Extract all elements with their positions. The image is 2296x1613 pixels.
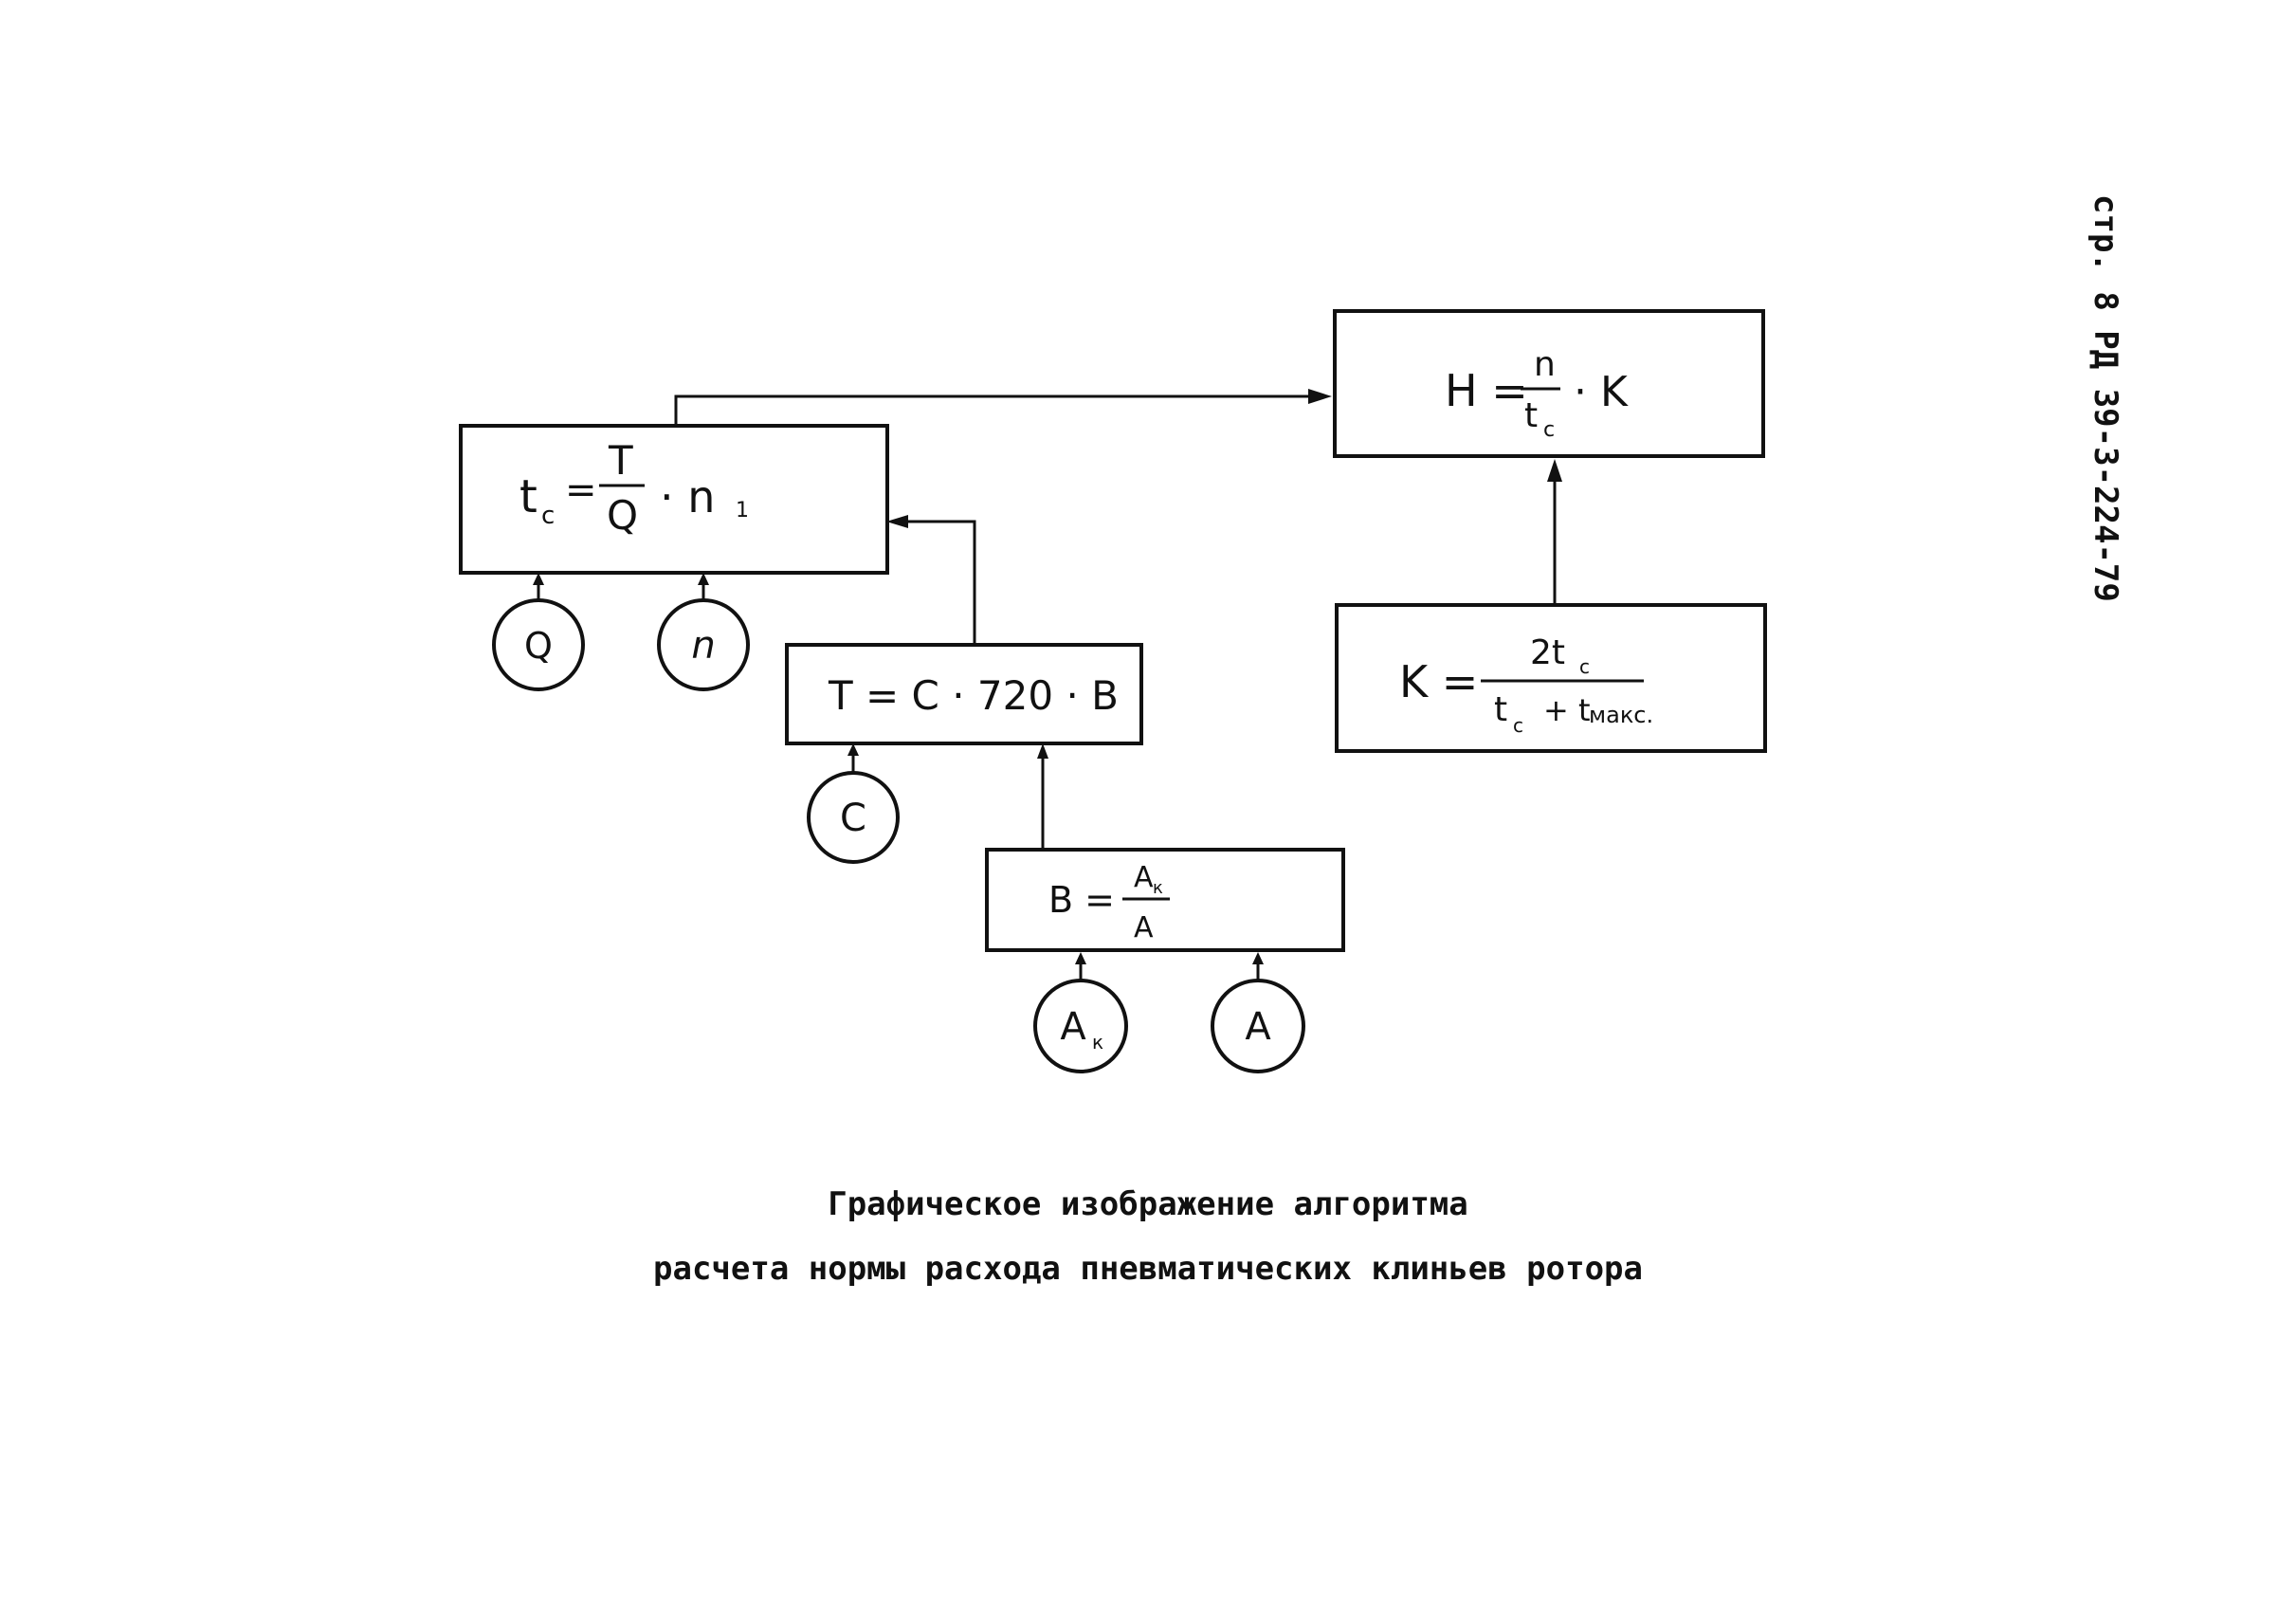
input-ak: A к bbox=[1033, 979, 1128, 1073]
box-k-formula: K = 2t c t c + t макс. bbox=[1335, 603, 1767, 753]
k-denominator-plus: + t bbox=[1543, 692, 1591, 728]
connector-t-to-tc bbox=[905, 520, 976, 645]
k-numerator-sub: c bbox=[1579, 655, 1590, 678]
arrow-t-into-tc bbox=[886, 515, 908, 528]
arrow-into-h bbox=[1308, 389, 1332, 404]
h-lhs: H = bbox=[1445, 365, 1528, 416]
tc-numerator: T bbox=[608, 437, 633, 484]
b-denominator: A bbox=[1134, 911, 1154, 944]
b-lhs: B = bbox=[1048, 879, 1115, 921]
tc-tail-sub: 1 bbox=[736, 499, 749, 522]
k-numerator: 2t bbox=[1530, 633, 1565, 672]
input-c-circle bbox=[807, 771, 900, 864]
arrow-n-into-tc bbox=[698, 573, 709, 585]
arrow-k-into-h bbox=[1547, 459, 1562, 482]
arrow-b-into-t bbox=[1037, 743, 1048, 759]
tc-tail: · n bbox=[660, 471, 715, 522]
caption-line-1: Графическое изображение алгоритма bbox=[828, 1185, 1468, 1223]
box-t-frame bbox=[785, 643, 1143, 745]
box-h-formula: H = n t c · K bbox=[1333, 309, 1765, 458]
input-n-circle bbox=[657, 598, 750, 691]
b-numerator-sub: к bbox=[1153, 878, 1163, 898]
input-a: A bbox=[1211, 979, 1305, 1073]
box-k-frame bbox=[1335, 603, 1767, 753]
b-numerator: A bbox=[1134, 861, 1154, 894]
input-a-label: A bbox=[1245, 1005, 1271, 1049]
h-numerator: n bbox=[1534, 345, 1556, 384]
input-c-label: C bbox=[840, 797, 866, 840]
k-denominator-t: t bbox=[1494, 690, 1507, 729]
t-expression: T = C · 720 · B bbox=[828, 672, 1119, 719]
input-q-label: Q bbox=[524, 625, 553, 667]
input-q-circle bbox=[492, 598, 585, 691]
tc-equals: = bbox=[565, 468, 597, 512]
arrow-ak-into-b bbox=[1075, 952, 1086, 964]
tc-lhs: t bbox=[519, 470, 538, 523]
h-denominator: t bbox=[1524, 396, 1538, 435]
k-lhs: K = bbox=[1399, 656, 1478, 707]
input-n: n bbox=[657, 598, 750, 691]
h-tail: · K bbox=[1574, 368, 1629, 416]
box-b-formula: B = A к A bbox=[985, 848, 1345, 952]
tc-lhs-sub: c bbox=[541, 502, 555, 530]
input-ak-sub: к bbox=[1092, 1031, 1103, 1054]
connectors bbox=[533, 389, 1562, 981]
caption-line-2: расчета нормы расхода пневматических кли… bbox=[653, 1250, 1643, 1288]
arrow-q-into-tc bbox=[533, 573, 544, 585]
input-n-label: n bbox=[691, 624, 715, 668]
box-h-frame bbox=[1333, 309, 1765, 458]
k-denominator-max: макс. bbox=[1589, 702, 1653, 728]
input-a-circle bbox=[1211, 979, 1305, 1073]
tc-denominator: Q bbox=[607, 492, 638, 539]
arrow-a-into-b bbox=[1252, 952, 1264, 964]
box-tc-frame bbox=[459, 424, 889, 575]
input-q: Q bbox=[492, 598, 585, 691]
input-ak-circle bbox=[1033, 979, 1128, 1073]
box-t-formula: T = C · 720 · B bbox=[785, 643, 1143, 745]
h-denominator-sub: c bbox=[1543, 418, 1555, 442]
arrow-c-into-t bbox=[847, 743, 859, 756]
connector-tc-to-h bbox=[674, 394, 1313, 426]
input-c: C bbox=[807, 771, 900, 864]
box-tc-formula: t c = T Q · n 1 bbox=[459, 424, 889, 575]
input-ak-label: A bbox=[1060, 1005, 1086, 1049]
k-denominator-t-sub: c bbox=[1513, 714, 1523, 737]
